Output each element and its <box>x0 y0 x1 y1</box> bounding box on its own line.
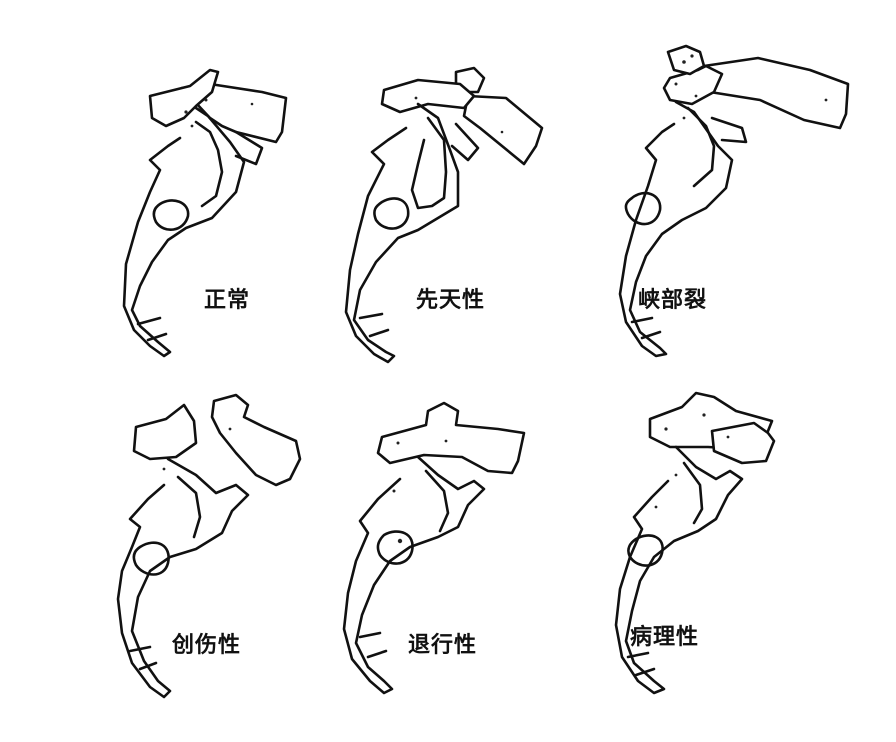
vertebra-drawing-pathologic <box>614 391 776 695</box>
label-normal: 正常 <box>204 288 251 313</box>
vertebra-drawing-isthmic <box>618 44 850 358</box>
label-congenital: 先天性 <box>416 288 486 313</box>
panel-pathologic: 病理性 <box>596 371 894 742</box>
panel-congenital: 先天性 <box>298 0 596 371</box>
label-traumatic: 创伤性 <box>172 633 242 658</box>
panel-traumatic: 创伤性 <box>0 371 302 742</box>
label-degenerative: 退行性 <box>408 633 478 658</box>
panel-isthmic: 峡部裂 <box>596 0 894 371</box>
vertebra-drawing-congenital <box>344 66 544 364</box>
vertebra-drawing-normal <box>122 68 288 358</box>
panel-degenerative: 退行性 <box>298 371 596 742</box>
label-pathologic: 病理性 <box>630 625 700 650</box>
vertebra-drawing-traumatic <box>116 393 302 699</box>
panel-normal: 正常 <box>0 0 298 371</box>
vertebra-drawing-degenerative <box>342 401 526 695</box>
label-isthmic: 峡部裂 <box>638 288 708 313</box>
